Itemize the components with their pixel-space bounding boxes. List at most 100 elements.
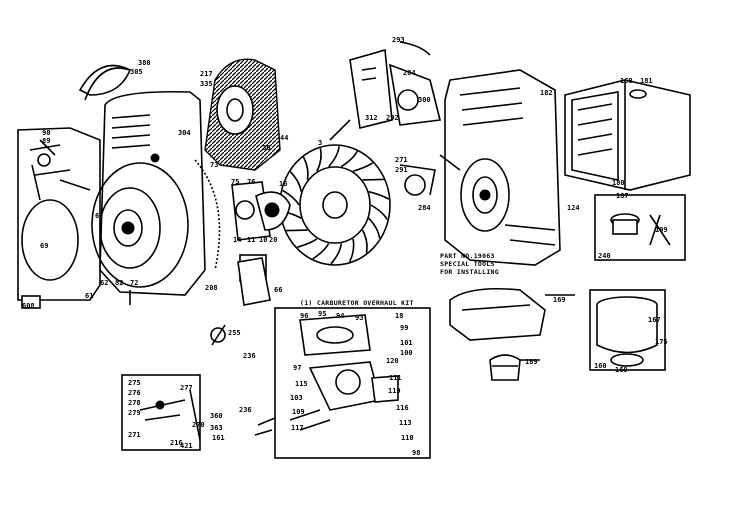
part-number-label: 187	[616, 192, 629, 200]
part-number-label: 115	[295, 380, 308, 388]
flywheel-fin	[368, 190, 390, 200]
part-number-label: 278	[128, 399, 141, 407]
part-number-label: 175	[655, 338, 668, 346]
part-number-label: 236	[243, 352, 256, 360]
part-number-label: 161	[212, 434, 225, 442]
leader-lines	[39, 119, 575, 361]
part-number-label: 271	[128, 431, 141, 439]
part-number-label: 113	[399, 419, 412, 427]
part-number-label: 20	[269, 236, 277, 244]
cap-box	[594, 194, 686, 261]
linkage-box	[121, 374, 201, 451]
box-label-cap: 240	[598, 252, 611, 260]
part-number-label: 293	[392, 36, 405, 44]
part-number-label: 236	[239, 406, 252, 414]
throttle-linkage	[139, 389, 201, 441]
part-number-label: 93	[355, 314, 363, 322]
part-number-label: 335	[200, 80, 213, 88]
flywheel-fin	[286, 229, 308, 232]
flywheel-fin	[340, 150, 358, 168]
part-number-label: 160	[615, 366, 628, 374]
part-number-label: 75	[231, 178, 239, 186]
flywheel-fin	[312, 243, 330, 260]
part-number-label: 76	[247, 178, 255, 186]
part-number-label: 279	[128, 409, 141, 417]
special-tools-line-3: FOR INSTALLING	[440, 268, 499, 276]
cylinder-block	[444, 69, 561, 266]
part-number-label: 119	[388, 387, 401, 395]
part-number-label: 199	[655, 226, 668, 234]
part-number-label: 66	[274, 286, 282, 294]
rewind-starter	[17, 127, 101, 309]
flywheel-fin	[289, 171, 302, 192]
part-number-label: 100	[400, 349, 413, 357]
part-number-label: 36	[262, 144, 270, 152]
box-label-air: 124	[567, 204, 580, 212]
flywheel-fin	[302, 156, 309, 181]
flywheel-fin	[362, 178, 384, 181]
part-number-label: 89	[42, 137, 50, 145]
part-number-label: 14	[233, 236, 241, 244]
part-number-label: 360	[210, 412, 223, 420]
part-number-label: 276	[128, 389, 141, 397]
flywheel-fin	[282, 189, 300, 206]
breaker-point-cover	[349, 41, 441, 129]
part-number-label: 18	[395, 312, 403, 320]
blower-housing	[84, 67, 206, 296]
part-number-label: 271	[395, 156, 408, 164]
carb-kit-caption: (1) CARBURETOR OVERHAUL KIT	[300, 299, 414, 307]
part-number-label: 111	[389, 374, 402, 382]
part-number-label: 169	[553, 296, 566, 304]
part-number-label: 284	[403, 69, 416, 77]
screw-bolts	[254, 417, 276, 436]
part-number-label: 208	[205, 284, 218, 292]
part-number-label: 61	[85, 292, 93, 300]
ring-gear	[194, 159, 221, 271]
part-number-label: 73	[210, 161, 218, 169]
part-number-label: 275	[128, 379, 141, 387]
part-number-label: 255	[228, 329, 241, 337]
flywheel-fin	[361, 229, 368, 254]
flywheel-fin	[330, 243, 343, 265]
box-label-carb: 98	[412, 449, 420, 457]
part-number-label: 284	[418, 204, 431, 212]
box-label-linkage: 421	[180, 442, 193, 450]
flywheel-fin	[328, 146, 340, 168]
part-number-label: 109	[292, 408, 305, 416]
primer-bulb	[489, 354, 521, 381]
part-number-label: 3	[318, 139, 322, 147]
part-number-label: 69	[40, 242, 48, 250]
part-number-label: 292	[386, 114, 399, 122]
starter-rope	[78, 64, 132, 96]
flywheel-fin	[368, 217, 381, 239]
part-number-label: 300	[418, 96, 431, 104]
small-fitting	[210, 324, 226, 346]
part-number-label: 181	[640, 77, 653, 85]
part-number-label: 62	[100, 279, 108, 287]
part-number-label: 96	[300, 312, 308, 320]
part-number-label: 116	[396, 404, 409, 412]
spark-plug-gasket	[237, 257, 271, 306]
part-number-label: 180	[612, 179, 625, 187]
part-number-label: 90	[42, 129, 50, 137]
part-number-label: 10	[259, 236, 267, 244]
fuel-cap	[610, 213, 671, 246]
part-number-label: 312	[365, 114, 378, 122]
gear-housing	[204, 58, 281, 171]
part-number-label: 182	[540, 89, 553, 97]
part-number-label: 120	[386, 357, 399, 365]
part-number-label: 291	[395, 166, 408, 174]
carburetor	[289, 314, 399, 431]
part-number-label: 160	[620, 77, 633, 85]
oil-bath-cleaner	[589, 289, 666, 371]
box-label-starter: 608	[22, 302, 35, 310]
part-number-label: 304	[178, 129, 191, 137]
flywheel-fin	[297, 238, 318, 248]
carburetor-box	[274, 307, 431, 459]
part-number-label: 95	[318, 310, 326, 318]
part-number-label: 117	[291, 424, 304, 432]
part-number-label: 82	[115, 279, 123, 287]
